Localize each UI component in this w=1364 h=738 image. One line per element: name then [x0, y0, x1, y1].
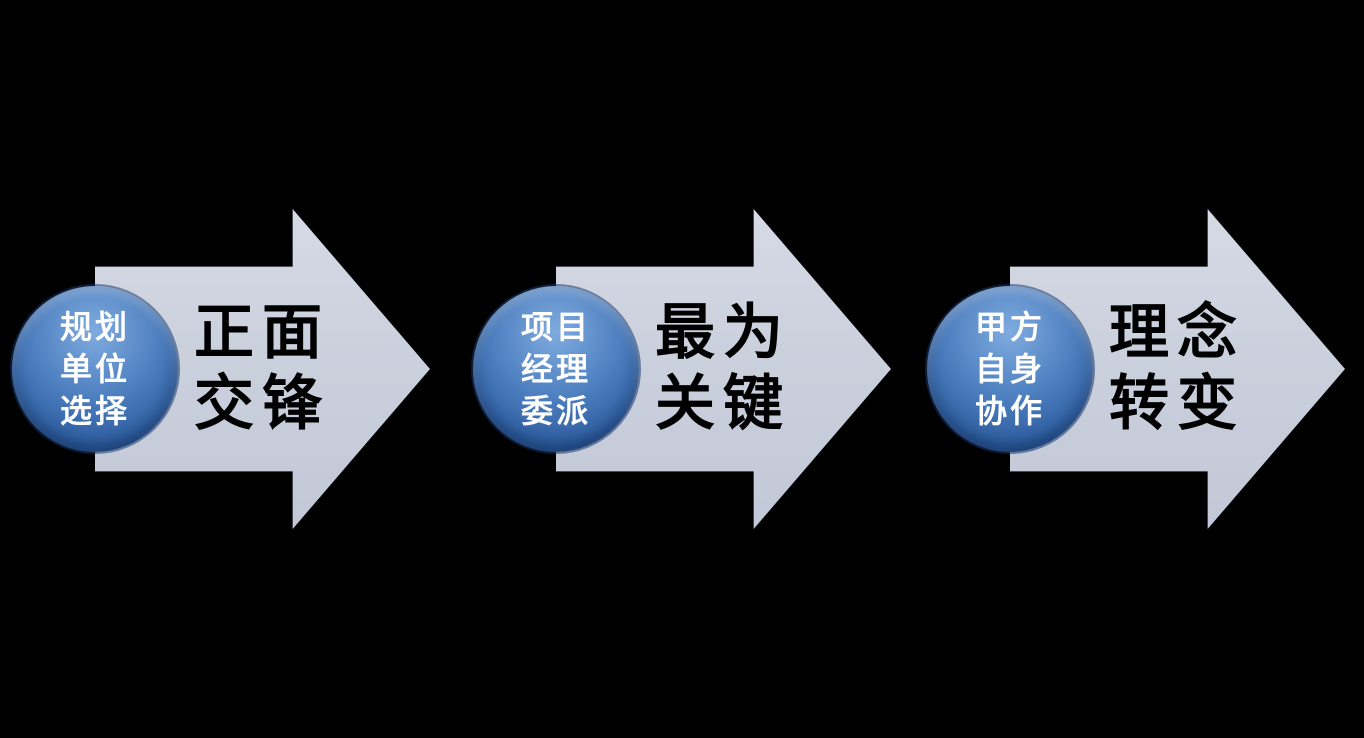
step-circle: 项目 经理 委派 [473, 286, 639, 452]
circle-text-line: 选择 [59, 393, 130, 430]
step-circle: 规划 单位 选择 [12, 286, 178, 452]
circle-text-line: 单位 [59, 350, 130, 387]
arrow-label: 理念 转变 [1067, 298, 1287, 440]
arrow-label: 正面 交锋 [152, 298, 372, 440]
label-line: 关键 [655, 371, 791, 437]
process-step-1: 规划 单位 选择 正面 交锋 [12, 209, 432, 529]
label-line: 理念 [1109, 300, 1245, 367]
circle-text-line: 委派 [520, 393, 591, 430]
process-step-2: 项目 经理 委派 最为 关键 [473, 209, 893, 529]
label-line: 转变 [1109, 371, 1245, 437]
label-line: 交锋 [194, 371, 330, 437]
circle-text-line: 项目 [520, 308, 591, 345]
circle-text-line: 协作 [974, 393, 1045, 430]
step-circle: 甲方 自身 协作 [927, 286, 1093, 452]
label-line: 最为 [655, 300, 791, 367]
circle-text-line: 经理 [520, 350, 591, 387]
label-line: 正面 [194, 300, 330, 367]
circle-text-line: 甲方 [974, 308, 1045, 345]
arrow-label: 最为 关键 [613, 298, 833, 440]
process-step-3: 甲方 自身 协作 理念 转变 [927, 209, 1347, 529]
circle-text-line: 规划 [59, 308, 130, 345]
circle-text-line: 自身 [974, 350, 1045, 387]
